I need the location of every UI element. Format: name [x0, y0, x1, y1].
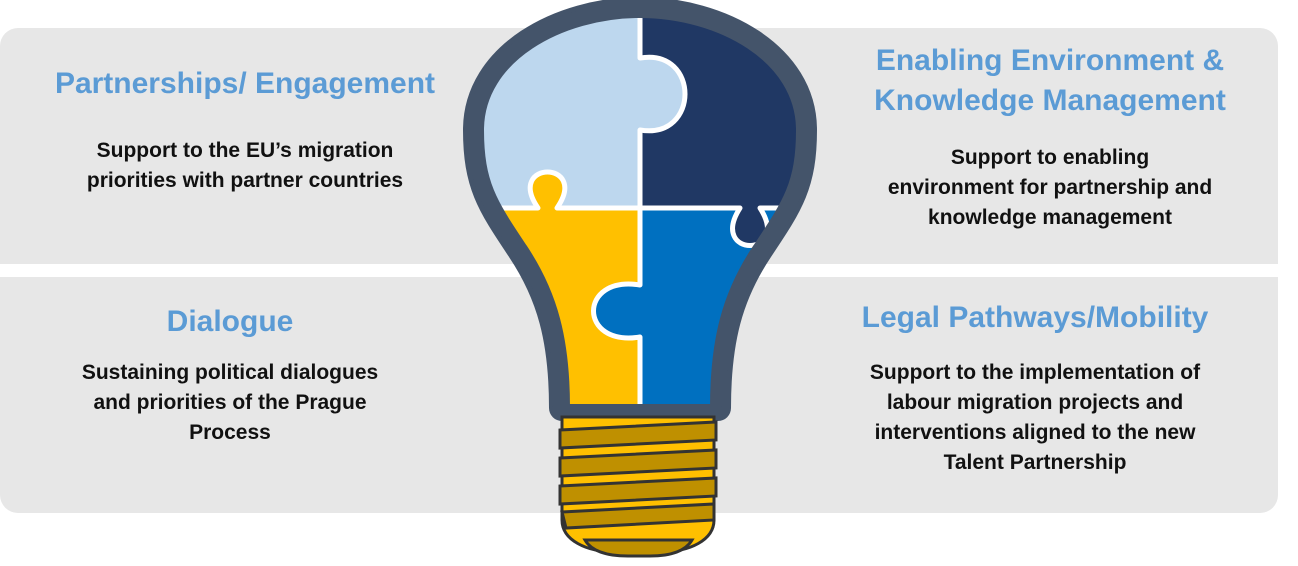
enabling-environment-title: Enabling Environment & Knowledge Managem… [874, 44, 1226, 117]
dialogue-description: Sustaining political dialogues and prior… [81, 361, 379, 444]
quadrant-partnerships-engagement: Partnerships/ Engagement Support to the … [20, 64, 470, 196]
bulb-screw-base [558, 415, 718, 558]
quadrant-enabling-environment: Enabling Environment & Knowledge Managem… [830, 41, 1270, 233]
dialogue-title: Dialogue [166, 305, 294, 338]
legal-pathways-description: Support to the implementation of labour … [869, 361, 1201, 474]
enabling-environment-description: Support to enabling environment for part… [887, 146, 1213, 229]
partnerships-title: Partnerships/ Engagement [54, 67, 436, 100]
quadrant-legal-pathways: Legal Pathways/Mobility Support to the i… [825, 298, 1245, 478]
legal-pathways-title: Legal Pathways/Mobility [861, 301, 1209, 334]
partnerships-description: Support to the EU’s migration priorities… [86, 139, 404, 192]
quadrant-dialogue: Dialogue Sustaining political dialogues … [20, 302, 440, 448]
bulb-neck [552, 404, 722, 417]
